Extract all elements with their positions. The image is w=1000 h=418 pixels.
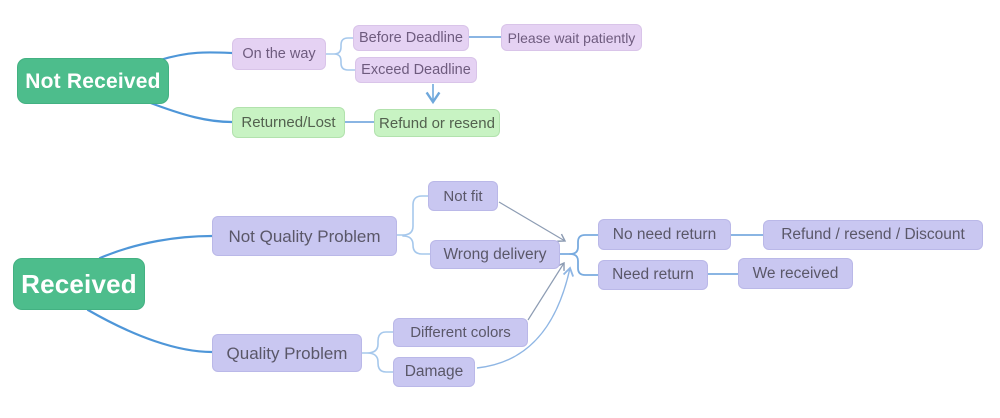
node-not-quality-problem[interactable]: Not Quality Problem — [212, 216, 397, 256]
node-refund-resend-discount[interactable]: Refund / resend / Discount — [763, 220, 983, 250]
node-different-colors[interactable]: Different colors — [393, 318, 528, 347]
edge-notfit-junction-arrow — [498, 201, 567, 242]
edge-junction-returnoptions — [569, 234, 599, 276]
node-please-wait-patiently[interactable]: Please wait patiently — [501, 24, 642, 51]
edge-qualityproblem-children — [361, 331, 394, 373]
node-damage[interactable]: Damage — [393, 357, 475, 387]
node-refund-or-resend[interactable]: Refund or resend — [374, 109, 500, 137]
edge-received-notqualityproblem — [98, 234, 214, 260]
node-on-the-way[interactable]: On the way — [232, 38, 326, 70]
node-need-return[interactable]: Need return — [598, 260, 708, 290]
node-quality-problem[interactable]: Quality Problem — [212, 334, 362, 372]
edge-differentcolors-junction-arrow — [527, 261, 565, 321]
node-not-received[interactable]: Not Received — [17, 58, 169, 104]
node-we-received[interactable]: We received — [738, 258, 853, 289]
node-received[interactable]: Received — [13, 258, 145, 310]
node-no-need-return[interactable]: No need return — [598, 219, 731, 250]
edge-received-qualityproblem — [86, 308, 214, 354]
edge-ontheway-deadlines — [325, 37, 356, 71]
edge-notqualityproblem-children — [396, 195, 431, 255]
edge-notreceived-ontheway — [158, 51, 234, 62]
edge-notreceived-returnedlost — [146, 100, 234, 124]
node-wrong-delivery[interactable]: Wrong delivery — [430, 240, 560, 269]
node-returned-lost[interactable]: Returned/Lost — [232, 107, 345, 138]
node-before-deadline[interactable]: Before Deadline — [353, 25, 469, 51]
node-exceed-deadline[interactable]: Exceed Deadline — [355, 57, 477, 83]
node-not-fit[interactable]: Not fit — [428, 181, 498, 211]
